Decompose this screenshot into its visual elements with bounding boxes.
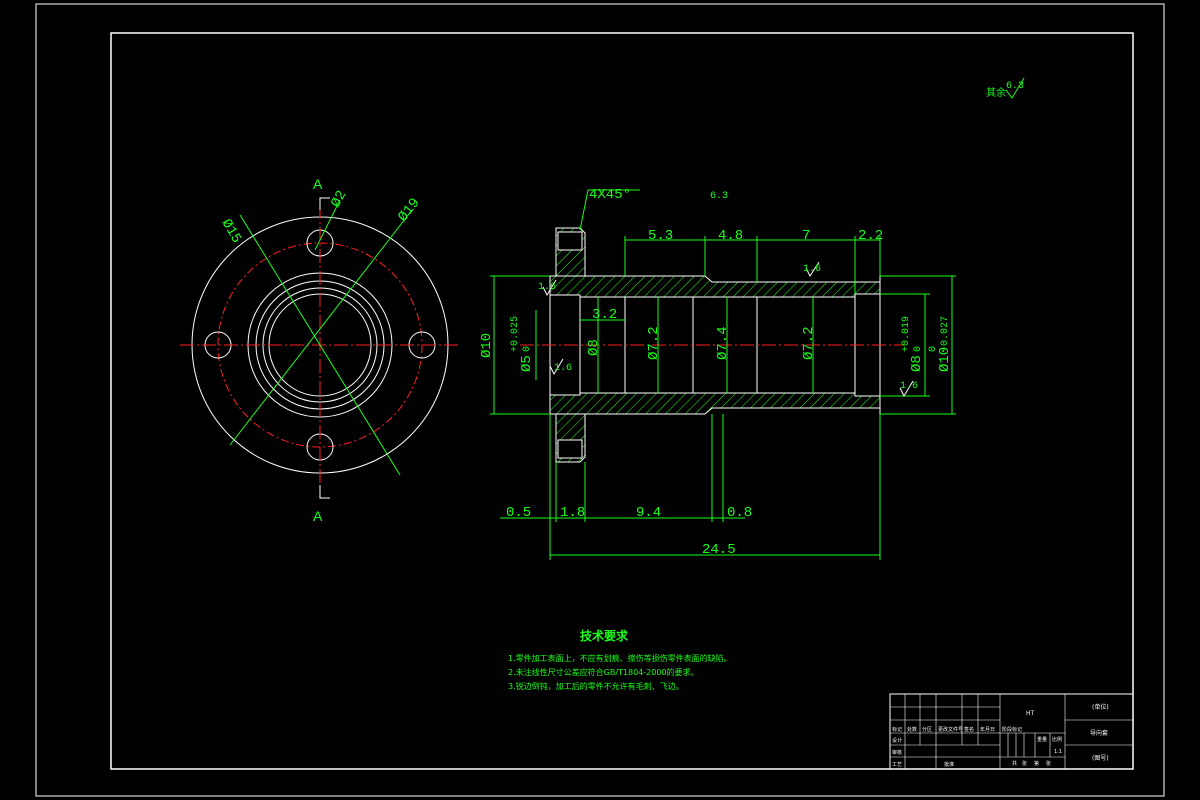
tb-row-0: 设计 <box>892 737 902 744</box>
tb-header-2: 分区 <box>922 726 932 733</box>
tb-header-1: 处数 <box>907 726 917 733</box>
general-surface-finish: 其余 6.3 <box>986 77 1025 100</box>
title-block: 标记 处数 分区 更改文件号 签名 年月日 设计 审核 工艺 批准 阶段标记 重… <box>889 693 1134 770</box>
dim-bore-72b: Ø7.2 <box>801 326 817 360</box>
tb-sheet-0: 共 <box>1012 760 1017 767</box>
chamfer-label: 4X45° <box>589 187 631 203</box>
drawing-frame <box>110 32 1134 770</box>
tb-part-name: 导向套 <box>1090 729 1108 737</box>
d2-leader <box>314 199 341 251</box>
top-dim-3: 7 <box>802 228 810 244</box>
tb-scale: 1:1 <box>1054 749 1062 755</box>
d19-leader <box>229 209 413 446</box>
tech-line-1: 1.零件加工表面上，不应有划痕、擦伤等损伤零件表面的缺陷。 <box>508 653 732 663</box>
overall-length: 24.5 <box>702 542 736 558</box>
dim-bore-right-tol-upper: +0.019 <box>901 316 912 352</box>
svg-text:1.6: 1.6 <box>554 363 572 374</box>
top-dim-4: 2.2 <box>858 228 883 244</box>
svg-text:其余: 其余 <box>986 86 1006 100</box>
tb-header-4: 签名 <box>964 726 974 733</box>
sheet-outer-border <box>35 3 1165 797</box>
top-dim-2: 4.8 <box>718 228 743 244</box>
flange-bolt-hole-bottom <box>557 439 583 459</box>
dim-outer-dia: Ø10 <box>479 333 495 358</box>
section-view: 4X45° 6.3 5.3 4.8 7 2.2 Ø10 Ø5 +0.025 0 … <box>479 187 956 560</box>
roughness-symbol-4: 1.6 <box>899 380 918 398</box>
section-arrow-top <box>319 197 330 210</box>
svg-text:1.6: 1.6 <box>803 264 821 275</box>
upper-wall-section <box>549 275 881 298</box>
tb-sheet-1: 张 <box>1022 760 1027 767</box>
dim-d2: Ø2 <box>328 188 350 210</box>
roughness-symbol-3: 1.6 <box>803 261 821 278</box>
dim-bore-74: Ø7.4 <box>715 326 731 360</box>
tech-title: 技术要求 <box>580 628 629 643</box>
bottom-dim-1: 0.5 <box>506 505 531 521</box>
tb-header-5: 年月日 <box>980 726 995 733</box>
dim-bore-8: Ø8 <box>586 339 602 356</box>
tb-stage-0: 阶段标记 <box>1002 726 1022 733</box>
small-mark: 6.3 <box>710 191 728 202</box>
svg-text:6.3: 6.3 <box>1006 81 1024 92</box>
dim-outer-right: Ø10 <box>937 347 953 372</box>
tech-line-3: 3.锐边倒钝，加工后的零件不允许有毛刺、飞边。 <box>508 681 684 691</box>
tb-drawing-no: (图号) <box>1092 755 1109 762</box>
svg-text:1.6: 1.6 <box>900 381 918 392</box>
tb-material: HT <box>1026 710 1035 717</box>
d15-leader <box>239 214 401 476</box>
svg-text:1.6: 1.6 <box>538 282 556 293</box>
tb-sheet-2: 第 <box>1034 760 1039 767</box>
tb-stage-1: 重量 <box>1037 736 1047 743</box>
roughness-symbol-1: 1.6 <box>538 279 557 297</box>
bottom-dim-2: 1.8 <box>560 505 585 521</box>
dim-bore-right: Ø8 <box>909 355 925 372</box>
tb-header-3: 更改文件号 <box>938 726 963 733</box>
section-arrow-bottom <box>319 485 330 499</box>
dim-bore-72a: Ø7.2 <box>646 326 662 360</box>
tb-school: (单位) <box>1092 703 1109 711</box>
chamfer-leader <box>579 189 640 231</box>
tb-row-1: 审核 <box>892 749 902 756</box>
tb-sheet-3: 张 <box>1046 760 1051 767</box>
flange-bolt-hole-top <box>557 231 583 251</box>
section-label-top: A <box>313 176 323 192</box>
section-label-bottom: A <box>313 508 323 524</box>
top-dim-1: 5.3 <box>648 228 673 244</box>
bottom-dim-3: 9.4 <box>636 505 661 521</box>
dim-depth: 3.2 <box>592 307 617 323</box>
dim-outer-right-tol-lower: -0.027 <box>940 316 951 352</box>
tb-row-3: 批准 <box>944 761 954 768</box>
front-view: Ø15 Ø2 Ø19 A A <box>180 176 460 524</box>
lower-wall-section <box>549 392 881 415</box>
roughness-symbol-2: 1.6 <box>549 358 572 376</box>
dim-bore-left-tol-upper: +0.025 <box>510 316 521 352</box>
tech-line-2: 2.未注线性尺寸公差应符合GB/T1804-2000的要求。 <box>508 667 699 677</box>
dim-d19: Ø19 <box>395 195 423 225</box>
tb-header-0: 标记 <box>892 726 902 733</box>
dim-outer-right-tol-upper: 0 <box>928 346 939 352</box>
tb-row-2: 工艺 <box>892 762 902 768</box>
technical-requirements: 技术要求 1.零件加工表面上，不应有划痕、擦伤等损伤零件表面的缺陷。 2.未注线… <box>508 628 732 691</box>
dim-bore-right-tol-lower: 0 <box>913 346 924 352</box>
tb-stage-2: 比例 <box>1052 736 1062 743</box>
bottom-dim-4: 0.8 <box>727 505 752 521</box>
dim-d15: Ø15 <box>218 217 244 247</box>
dim-bore-left: Ø5 <box>519 355 535 372</box>
dim-bore-left-tol-lower: 0 <box>522 346 533 352</box>
